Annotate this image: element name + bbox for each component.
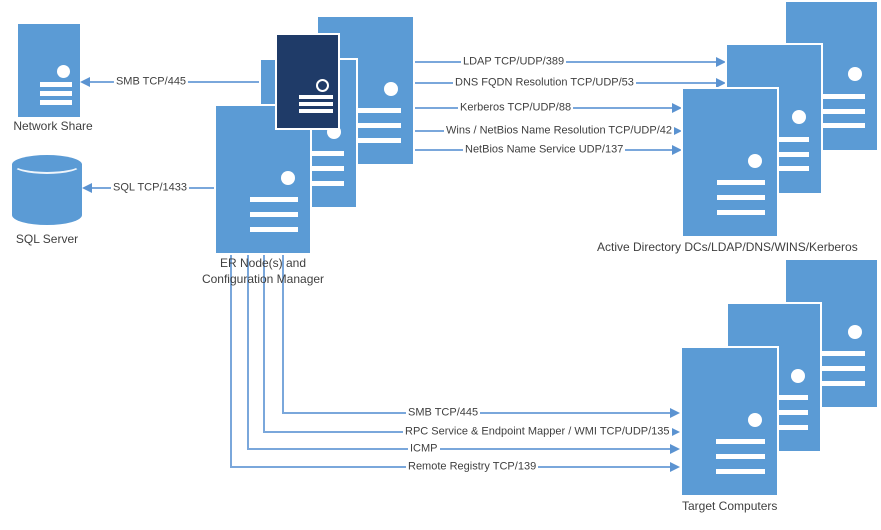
smb-target-connector-label: SMB TCP/445: [406, 406, 481, 420]
dns-connector-label: DNS FQDN Resolution TCP/UDP/53: [453, 76, 636, 90]
icmp-connector-label: ICMP: [408, 442, 440, 456]
target-server-front-icon: [682, 348, 777, 495]
active-directory-label: Active Directory DCs/LDAP/DNS/WINS/Kerbe…: [597, 240, 858, 254]
er-node-label-line1: ER Node(s) and: [219, 256, 307, 270]
er-server-front-icon: [216, 106, 310, 253]
server-vent-bar: [761, 409, 809, 415]
server-vent-bar: [818, 351, 866, 357]
wins-connector-label: Wins / NetBios Name Resolution TCP/UDP/4…: [444, 124, 674, 138]
server-led-dot: [791, 368, 806, 383]
ad-server-front-icon: [683, 89, 777, 236]
server-led-dot: [747, 153, 762, 168]
server-vent-bar: [40, 100, 72, 106]
server-vent-bar: [818, 93, 866, 99]
network-share-server-icon: [18, 24, 80, 117]
server-vent-bar: [298, 109, 334, 114]
server-led-dot: [791, 110, 806, 125]
sql-connector-label: SQL TCP/1433: [111, 181, 189, 195]
server-vent-bar: [40, 90, 72, 96]
server-vent-bar: [716, 209, 765, 215]
server-led-ring: [315, 78, 329, 92]
remote-registry-connector-label: Remote Registry TCP/139: [406, 460, 539, 474]
server-vent-bar: [760, 151, 809, 157]
network-share-label: Network Share: [13, 119, 93, 133]
server-vent-bar: [760, 136, 809, 142]
target-computers-label: Target Computers: [682, 499, 778, 513]
smb-target-connector-drop: [282, 253, 284, 414]
server-vent-bar: [716, 180, 765, 186]
er-node-label-line2: Configuration Manager: [201, 272, 325, 286]
server-led-dot: [57, 64, 71, 78]
server-vent-bar: [295, 165, 344, 171]
arrowhead-icon: [672, 126, 682, 136]
server-led-dot: [747, 412, 762, 427]
arrowhead-icon: [670, 444, 680, 454]
server-led-dot: [280, 170, 295, 185]
server-led-dot: [383, 81, 398, 96]
server-vent-bar: [760, 166, 809, 172]
server-vent-bar: [818, 123, 866, 129]
icmp-connector-line: [247, 448, 670, 450]
server-vent-bar: [40, 81, 72, 87]
arrowhead-icon: [670, 427, 680, 437]
remote-registry-connector-drop: [230, 253, 232, 468]
server-vent-bar: [716, 194, 765, 200]
server-led-dot: [848, 67, 863, 82]
server-vent-bar: [295, 151, 344, 157]
server-vent-bar: [352, 137, 401, 143]
server-vent-bar: [818, 108, 866, 114]
server-vent-bar: [761, 395, 809, 401]
arrowhead-icon: [672, 145, 682, 155]
rpc-connector-drop: [263, 253, 265, 433]
server-vent-bar: [716, 453, 765, 459]
arrowhead-icon: [716, 57, 726, 67]
arrowhead-icon: [672, 103, 682, 113]
smb-share-connector-label: SMB TCP/445: [113, 75, 189, 89]
er-server-navy-icon: [277, 35, 338, 128]
server-vent-bar: [249, 197, 298, 203]
server-vent-bar: [298, 94, 334, 99]
arrowhead-icon: [82, 183, 92, 193]
server-vent-bar: [298, 101, 334, 106]
server-vent-bar: [818, 365, 866, 371]
arrowhead-icon: [670, 462, 680, 472]
icmp-connector-drop: [247, 253, 249, 450]
rpc-connector-label: RPC Service & Endpoint Mapper / WMI TCP/…: [403, 425, 672, 439]
server-vent-bar: [818, 380, 866, 386]
cylinder-cap: [12, 155, 82, 174]
netbios-connector-label: NetBios Name Service UDP/137: [463, 143, 626, 157]
server-led-dot: [326, 124, 341, 139]
server-vent-bar: [761, 424, 809, 430]
server-vent-bar: [249, 211, 298, 217]
ldap-connector-label: LDAP TCP/UDP/389: [461, 55, 567, 69]
sql-server-label: SQL Server: [15, 232, 79, 246]
arrowhead-icon: [80, 77, 90, 87]
server-led-dot: [848, 324, 863, 339]
server-vent-bar: [249, 226, 298, 232]
server-vent-bar: [352, 122, 401, 128]
server-vent-bar: [352, 108, 401, 114]
cylinder-body: [12, 164, 82, 225]
server-vent-bar: [716, 468, 765, 474]
kerberos-connector-label: Kerberos TCP/UDP/88: [458, 101, 574, 115]
sql-server-database-icon: [12, 155, 82, 225]
server-vent-bar: [295, 180, 344, 186]
arrowhead-icon: [716, 78, 726, 88]
arrowhead-icon: [670, 408, 680, 418]
server-vent-bar: [716, 439, 765, 445]
